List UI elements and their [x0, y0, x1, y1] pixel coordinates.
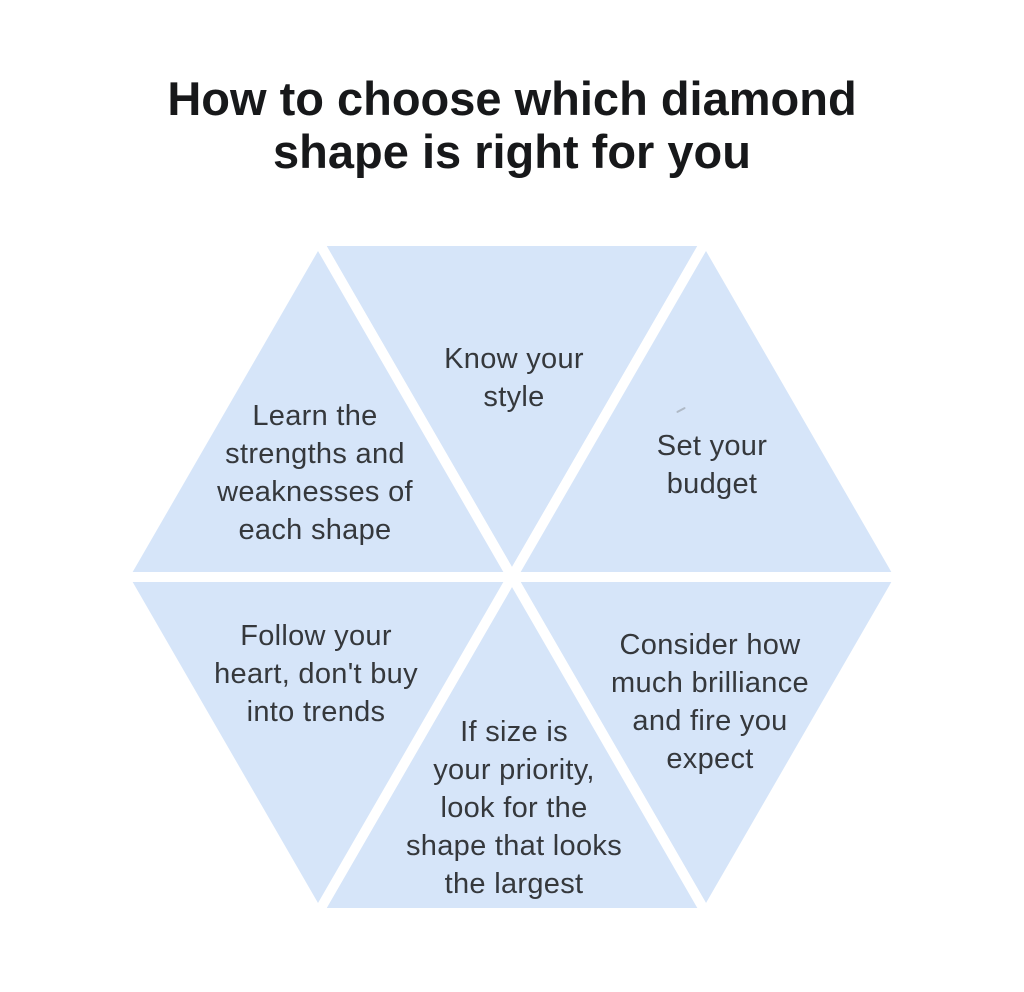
segment-top-left-label: Learn the strengths and weaknesses of ea… [217, 400, 413, 546]
segment-bottom-right-label: Consider how much brilliance and fire yo… [611, 629, 809, 775]
segment-bottom-label: If size is your priority, look for the s… [406, 716, 622, 900]
segment-bottom-left-label: Follow your heart, don't buy into trends [214, 620, 418, 728]
segment-top-left-triangle [115, 231, 521, 582]
segment-top-label: Know your style [444, 343, 584, 413]
segment-top-right-label: Set your budget [656, 430, 768, 500]
page-title: How to choose which diamond shape is rig… [167, 72, 857, 178]
